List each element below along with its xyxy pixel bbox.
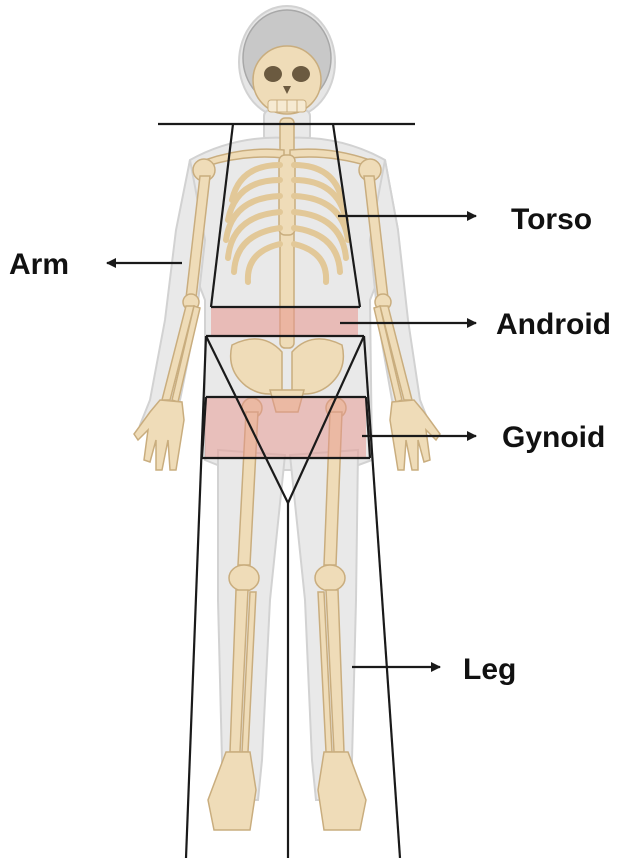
torso-label: Torso <box>511 203 592 236</box>
gynoid-region <box>205 398 366 458</box>
gynoid-label: Gynoid <box>502 421 605 454</box>
leg-label: Leg <box>463 653 516 686</box>
arm-label: Arm <box>9 248 69 281</box>
android-label: Android <box>496 308 611 341</box>
leg-outer-left-line <box>186 336 206 858</box>
android-region <box>211 307 358 336</box>
